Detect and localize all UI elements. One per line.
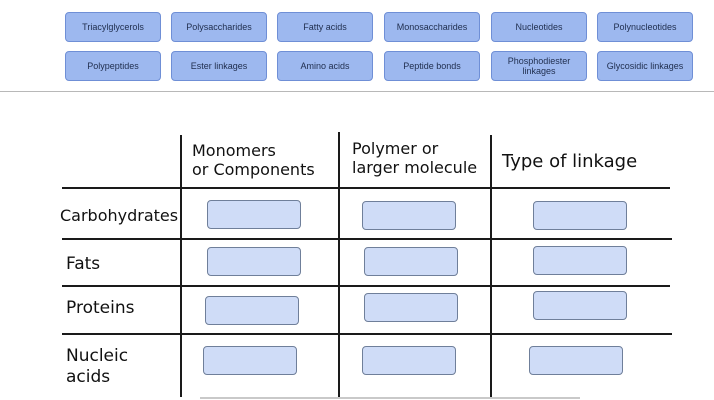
drop-target-carbohydrates-monomers[interactable] [207,200,301,229]
row-header-nucleic-line2: acids [66,367,111,387]
row-header-nucleic-line1: Nucleic [66,346,129,366]
chip-nucleotides[interactable]: Nucleotides [491,12,587,42]
grid-line-horizontal-3 [62,285,670,287]
grid-line-vertical-3 [490,135,492,397]
column-header-monomers-line2: or Components [192,160,315,179]
word-bank-divider [0,91,714,92]
drop-target-fats-linkage[interactable] [533,246,627,275]
bottom-rule [200,397,580,399]
drop-target-nucleic-polymer[interactable] [362,346,456,375]
chip-monosaccharides[interactable]: Monosaccharides [384,12,480,42]
word-bank: Triacylglycerols Polysaccharides Fatty a… [0,0,714,92]
drop-target-nucleic-monomers[interactable] [203,346,297,375]
drop-target-proteins-polymer[interactable] [364,293,458,322]
column-header-polymer-line1: Polymer or [352,139,439,158]
chip-polysaccharides[interactable]: Polysaccharides [171,12,267,42]
drop-target-nucleic-linkage[interactable] [529,346,623,375]
drop-target-fats-polymer[interactable] [364,247,458,276]
column-header-polymer-line2: larger molecule [352,158,478,177]
column-header-monomers-line1: Monomers [192,141,276,160]
chip-fatty-acids[interactable]: Fatty acids [277,12,373,42]
drop-target-carbohydrates-polymer[interactable] [362,201,456,230]
row-header-proteins: Proteins [66,298,135,318]
column-header-linkage: Type of linkage [502,151,638,172]
chip-polynucleotides[interactable]: Polynucleotides [597,12,693,42]
drop-target-carbohydrates-linkage[interactable] [533,201,627,230]
grid-line-vertical-1 [180,135,182,397]
chip-ester-linkages[interactable]: Ester linkages [171,51,267,81]
row-header-carbohydrates: Carbohydrates [60,206,179,225]
grid-line-vertical-2 [338,132,340,397]
column-header-polymer: Polymer or larger molecule [352,139,477,177]
chip-polypeptides[interactable]: Polypeptides [65,51,161,81]
drop-target-proteins-linkage[interactable] [533,291,627,320]
row-header-nucleic-acids: Nucleic acids [66,346,128,388]
chip-triacylglycerols[interactable]: Triacylglycerols [65,12,161,42]
drop-target-fats-monomers[interactable] [207,247,301,276]
chip-amino-acids[interactable]: Amino acids [277,51,373,81]
row-header-fats: Fats [66,254,101,274]
chip-phosphodiester-linkages[interactable]: Phosphodiester linkages [491,51,587,81]
drop-target-proteins-monomers[interactable] [205,296,299,325]
grid-line-horizontal-2 [62,238,672,240]
grid-line-horizontal-1 [62,187,670,189]
grid-line-horizontal-4 [62,333,672,335]
chip-glycosidic-linkages[interactable]: Glycosidic linkages [597,51,693,81]
chip-peptide-bonds[interactable]: Peptide bonds [384,51,480,81]
column-header-monomers: Monomers or Components [192,141,315,179]
